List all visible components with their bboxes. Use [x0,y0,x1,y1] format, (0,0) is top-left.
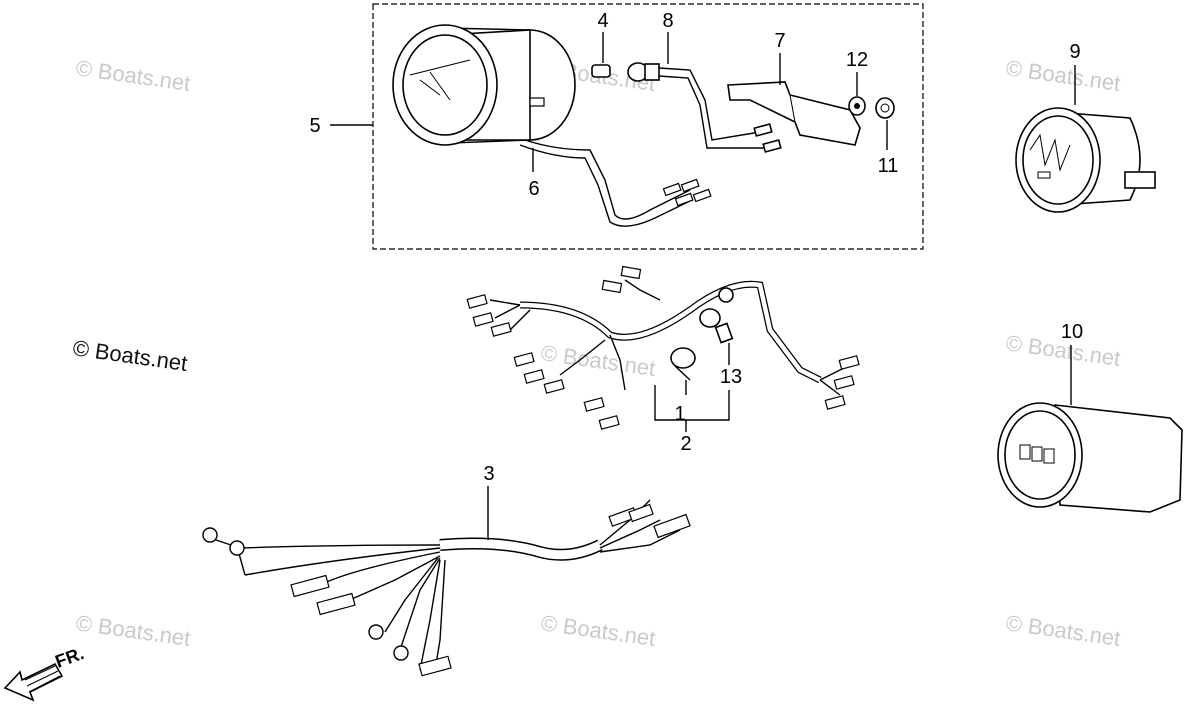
harness-clip[interactable] [670,347,696,381]
nut[interactable] [875,97,895,119]
watermark: © Boats.net [1004,55,1122,96]
assembly-box [372,3,924,250]
callout-4: 4 [597,10,608,32]
bulb[interactable] [591,64,611,78]
callout-1: 1 [674,403,685,425]
bulb-socket[interactable] [627,62,782,153]
callout-3: 3 [483,463,494,485]
group-bracket [654,385,730,421]
callout-7: 7 [774,30,785,52]
watermarks: © Boats.net © Boats.net © Boats.net © Bo… [71,55,1122,651]
gauge-wiring[interactable] [519,139,712,227]
washer[interactable] [848,96,866,116]
watermark: © Boats.net [539,610,657,651]
front-label: FR. [53,643,87,672]
tachometer-gauge[interactable] [392,24,576,146]
watermark: © Boats.net [1004,610,1122,651]
callout-13: 13 [720,366,742,388]
callout-8: 8 [662,10,673,32]
watermark: © Boats.net [74,55,192,96]
screw[interactable] [714,322,734,344]
callout-10: 10 [1061,321,1083,343]
hour-meter-gauge[interactable] [1015,107,1156,213]
callout-numbers: 1 2 3 4 5 6 7 8 9 10 11 12 13 [309,10,1083,485]
watermark: © Boats.net [74,610,192,651]
watermark: © Boats.net [71,335,189,376]
callout-6: 6 [528,178,539,200]
sub-wire-harness[interactable] [202,499,691,677]
callout-9: 9 [1069,41,1080,63]
callout-12: 12 [846,49,868,71]
mounting-bracket[interactable] [727,81,861,146]
trim-meter-gauge[interactable] [997,402,1183,513]
main-wire-harness[interactable] [466,265,860,430]
callout-2: 2 [680,433,691,455]
callout-5: 5 [309,115,320,137]
front-direction-arrow-icon [3,662,64,702]
callout-11: 11 [878,155,899,177]
